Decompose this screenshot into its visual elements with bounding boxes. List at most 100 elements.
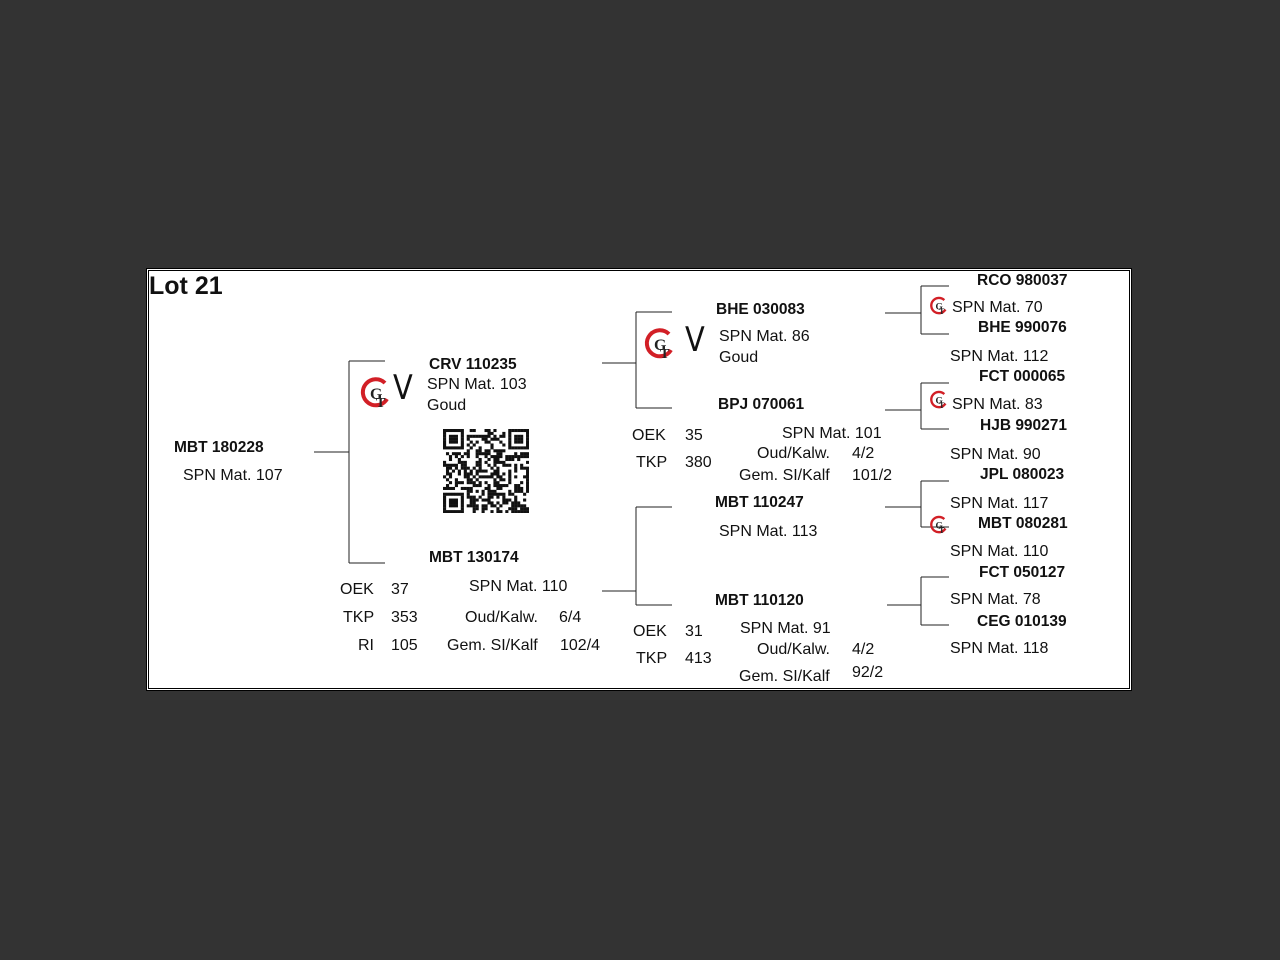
qr-module xyxy=(526,489,529,493)
qr-module xyxy=(496,457,500,462)
qr-module xyxy=(457,429,461,433)
qr-module xyxy=(484,481,488,485)
qr-module xyxy=(460,455,464,459)
qr-module xyxy=(443,495,447,499)
qr-module xyxy=(523,492,527,496)
qr-module xyxy=(508,457,512,462)
qr-module xyxy=(523,498,527,502)
qr-module xyxy=(478,434,482,438)
qr-module xyxy=(487,486,491,490)
qr-module xyxy=(526,472,529,476)
qr-module xyxy=(496,452,500,456)
qr-module xyxy=(484,498,488,502)
qr-module xyxy=(454,446,458,450)
qr-module xyxy=(475,463,479,467)
qr-module xyxy=(475,460,479,464)
qr-module xyxy=(454,478,458,482)
qr-module xyxy=(490,431,494,435)
qr-module xyxy=(475,449,479,453)
qr-module xyxy=(505,463,509,467)
qr-module xyxy=(454,484,458,488)
qr-module xyxy=(466,443,470,447)
qr-module xyxy=(445,484,450,488)
qr-module xyxy=(460,429,464,433)
qr-module xyxy=(508,478,512,482)
qr-module xyxy=(469,495,473,499)
qr-module xyxy=(469,429,473,433)
qr-code[interactable] xyxy=(443,429,529,513)
qr-module xyxy=(526,434,529,438)
ss-mark: V xyxy=(685,320,705,360)
qr-module xyxy=(520,466,524,470)
qr-module xyxy=(457,446,461,450)
qr-module xyxy=(443,443,447,447)
qr-module xyxy=(517,510,521,513)
qr-module xyxy=(496,495,500,499)
qr-module xyxy=(475,469,479,473)
qr-module xyxy=(445,478,450,482)
dd-gem-label: Gem. SI/Kalf xyxy=(739,668,830,685)
qr-module xyxy=(508,507,512,511)
qr-module xyxy=(484,460,488,464)
qr-module xyxy=(496,492,500,496)
qr-module xyxy=(520,440,524,444)
svg-text:T: T xyxy=(376,396,386,411)
qr-module xyxy=(443,437,447,441)
gt-logo-icon: G T xyxy=(360,377,389,411)
qr-module xyxy=(508,440,512,444)
qr-module xyxy=(526,443,529,447)
qr-module xyxy=(496,455,500,459)
gt-logo-icon: G T xyxy=(930,390,947,410)
qr-module xyxy=(520,463,524,467)
dam-oek-value: 37 xyxy=(391,581,409,598)
qr-module xyxy=(466,478,470,482)
qr-module xyxy=(508,481,512,485)
qr-module xyxy=(466,449,470,453)
qr-module xyxy=(493,478,497,482)
qr-module xyxy=(496,510,500,513)
dd-tkp-value: 413 xyxy=(685,650,712,667)
qr-module xyxy=(493,460,497,464)
dd-id: MBT 110120 xyxy=(715,592,804,609)
qr-module xyxy=(493,489,497,493)
qr-module xyxy=(463,469,467,473)
qr-module xyxy=(487,495,491,499)
qr-module xyxy=(523,446,527,450)
qr-module xyxy=(466,495,470,499)
qr-module xyxy=(478,475,482,479)
qr-module xyxy=(487,449,491,453)
gt-logo-icon: G T xyxy=(930,515,947,535)
qr-module xyxy=(505,501,509,505)
qr-module xyxy=(514,484,518,488)
qr-module xyxy=(508,434,512,438)
dd-oud-label: Oud/Kalw. xyxy=(757,641,830,658)
qr-module xyxy=(493,492,497,496)
qr-module xyxy=(499,455,503,459)
gen3-id: JPL 080023 xyxy=(980,466,1065,483)
dam-id: MBT 130174 xyxy=(429,549,519,566)
qr-module xyxy=(451,434,456,438)
qr-module xyxy=(448,440,453,444)
qr-module xyxy=(490,489,494,493)
qr-module xyxy=(508,489,512,493)
qr-module xyxy=(517,489,521,493)
qr-module xyxy=(487,463,491,467)
qr-module xyxy=(451,510,456,513)
qr-module xyxy=(457,469,461,473)
qr-module xyxy=(502,434,506,438)
qr-module xyxy=(493,504,497,508)
sd-tkp-value: 380 xyxy=(685,454,712,471)
qr-module xyxy=(466,481,470,485)
qr-module xyxy=(472,484,476,488)
qr-module xyxy=(445,510,450,513)
qr-module xyxy=(481,507,485,511)
qr-module xyxy=(511,507,515,511)
svg-text:G: G xyxy=(935,522,943,532)
sd-oek-value: 35 xyxy=(685,427,703,444)
qr-module xyxy=(475,440,479,444)
qr-module xyxy=(508,475,512,479)
qr-module xyxy=(443,460,447,464)
qr-module xyxy=(526,455,529,459)
qr-module xyxy=(481,434,485,438)
qr-module xyxy=(511,504,515,508)
